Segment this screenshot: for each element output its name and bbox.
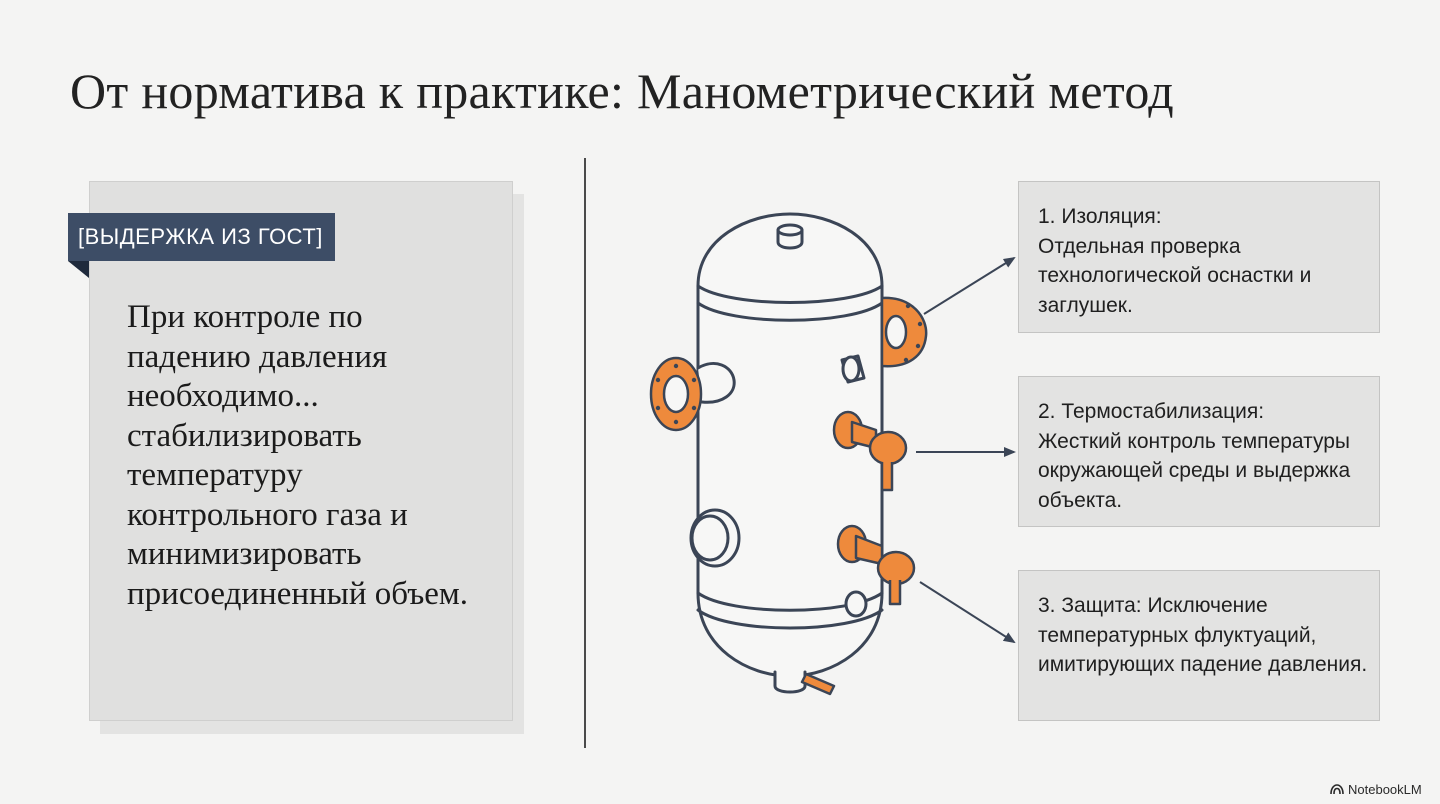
step-text: 3. Защита: Исключение температурных флук… [1038,591,1369,680]
vertical-divider [584,158,586,748]
quote-card [89,181,513,721]
quote-text: При контроле по падению давления необход… [127,299,469,612]
brand-label: NotebookLM [1348,781,1422,797]
step-title: 1. Изоляция: [1038,205,1162,228]
slide-title: От норматива к практике: Манометрический… [70,63,1174,119]
pressure-vessel-icon [649,212,928,696]
quote-tag-fold [68,261,89,278]
step-card-isolation: 1. Изоляция: Отдельная проверка технолог… [1018,181,1380,333]
step-card-thermostabilization: 2. Термостабилизация: Жесткий контроль т… [1018,376,1380,527]
step-card-protection: 3. Защита: Исключение температурных флук… [1018,570,1380,721]
step-body: Исключение температурных флуктуаций, ими… [1038,594,1368,676]
quote-source-tag: [ВЫДЕРЖКА ИЗ ГОСТ] [68,213,335,261]
callout-arrows [916,256,1016,644]
step-text: Жесткий контроль температуры окружающей … [1038,429,1351,512]
step-title: 3. Защита: [1038,594,1142,617]
step-title: 2. Термостабилизация: [1038,400,1265,423]
notebooklm-logo-icon [1330,784,1344,795]
step-text: Отдельная проверка технологической оснас… [1038,234,1312,317]
brand-watermark: NotebookLM [1330,779,1422,799]
